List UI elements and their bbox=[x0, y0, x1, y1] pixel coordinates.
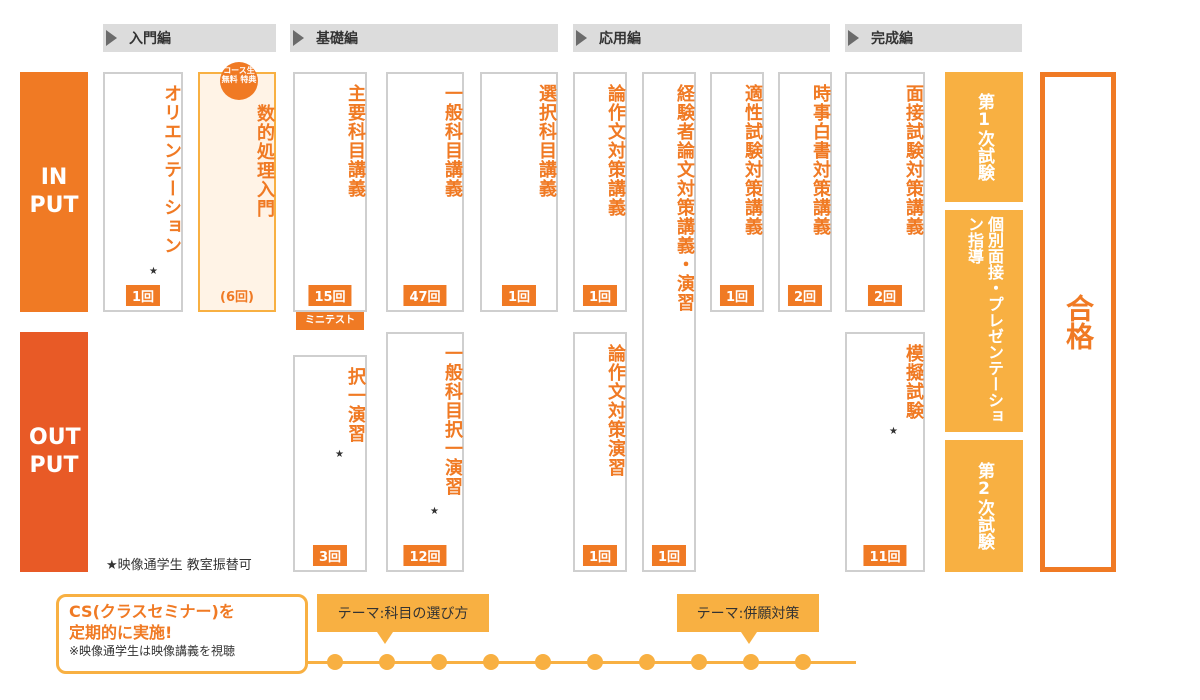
star-mark: ★ bbox=[335, 449, 344, 460]
mini-test-label: ミニテスト bbox=[305, 315, 355, 326]
count-badge: 47回 bbox=[403, 285, 447, 306]
first-exam-box: 第1次試験 bbox=[945, 72, 1023, 202]
phase-applied: 応用編 bbox=[573, 24, 830, 52]
card-title: 時事白書対策講義 bbox=[810, 84, 831, 236]
phase-basic-label: 基礎編 bbox=[316, 31, 358, 47]
theme-tag-concurrent-apply: テーマ:併願対策 bbox=[677, 594, 819, 632]
timeline-line bbox=[308, 661, 856, 664]
card-title: 数的処理入門 bbox=[254, 104, 275, 218]
card-title: 選択科目講義 bbox=[536, 84, 557, 198]
output-band: OUT PUT bbox=[20, 332, 88, 572]
theme-pointer bbox=[377, 632, 393, 644]
count-badge: 1回 bbox=[125, 285, 161, 306]
card-aptitude-test[interactable]: 適性試験対策講義 1回 bbox=[710, 72, 764, 312]
card-mock-exam[interactable]: 模擬試験 ★ 11回 bbox=[845, 332, 925, 572]
theme-tag-choose-subjects: テーマ:科目の選び方 bbox=[317, 594, 489, 632]
interview-guidance-box: 個別面接・プレゼンテーション指導 bbox=[945, 210, 1023, 432]
card-general-choice-practice[interactable]: 一般科目択一演習 ★ 12回 bbox=[386, 332, 464, 572]
card-orientation[interactable]: オリエンテーション ★ 1回 bbox=[103, 72, 183, 312]
card-current-affairs[interactable]: 時事白書対策講義 2回 bbox=[778, 72, 832, 312]
card-title: オリエンテーション bbox=[161, 84, 182, 255]
card-title: 択一演習 bbox=[345, 367, 366, 443]
card-interview-lecture[interactable]: 面接試験対策講義 2回 bbox=[845, 72, 925, 312]
theme-pointer bbox=[741, 632, 757, 644]
card-essay-lecture[interactable]: 論作文対策講義 1回 bbox=[573, 72, 627, 312]
phase-final-label: 完成編 bbox=[871, 31, 913, 47]
card-title: 論作文対策講義 bbox=[605, 84, 626, 217]
input-band-label: IN PUT bbox=[29, 165, 79, 218]
count-badge: 1回 bbox=[501, 285, 537, 306]
card-title: 経験者論文対策講義・演習 bbox=[674, 84, 695, 312]
phase-intro: 入門編 bbox=[103, 24, 276, 52]
count-badge: 2回 bbox=[787, 285, 823, 306]
count-badge: 11回 bbox=[863, 545, 907, 566]
card-general-subjects[interactable]: 一般科目講義 47回 bbox=[386, 72, 464, 312]
cs-note: ※映像通学生は映像講義を視聴 bbox=[69, 644, 236, 658]
cs-title-line2: 定期的に実施! bbox=[69, 623, 173, 642]
timeline-dot bbox=[691, 654, 707, 670]
card-title: 主要科目講義 bbox=[345, 84, 366, 198]
timeline-dot bbox=[535, 654, 551, 670]
output-band-label: OUT PUT bbox=[29, 425, 81, 478]
timeline-dot bbox=[431, 654, 447, 670]
star-mark: ★ bbox=[149, 266, 158, 277]
first-exam-label: 第1次試験 bbox=[974, 93, 994, 181]
theme-tag-label: テーマ:科目の選び方 bbox=[337, 606, 469, 622]
timeline-dot bbox=[587, 654, 603, 670]
input-band: IN PUT bbox=[20, 72, 88, 312]
count-badge: 1回 bbox=[582, 545, 618, 566]
card-main-subjects[interactable]: 主要科目講義 15回 bbox=[293, 72, 367, 312]
phase-intro-label: 入門編 bbox=[129, 31, 171, 47]
star-mark: ★ bbox=[889, 426, 898, 437]
card-experienced-essay[interactable]: 経験者論文対策講義・演習 1回 bbox=[642, 72, 696, 572]
card-numerical-intro[interactable]: コース生 無料 特典 数的処理入門 (6回) bbox=[198, 62, 276, 312]
card-title: 一般科目択一演習 bbox=[442, 344, 463, 496]
phase-basic: 基礎編 bbox=[290, 24, 558, 52]
count-badge: 15回 bbox=[308, 285, 352, 306]
star-mark: ★ bbox=[430, 506, 439, 517]
phase-final: 完成編 bbox=[845, 24, 1022, 52]
cs-box: CS(クラスセミナー)を 定期的に実施! ※映像通学生は映像講義を視聴 bbox=[56, 594, 308, 674]
timeline-dot bbox=[483, 654, 499, 670]
count-badge: 1回 bbox=[582, 285, 618, 306]
theme-tag-label: テーマ:併願対策 bbox=[696, 606, 800, 622]
card-essay-practice[interactable]: 論作文対策演習 1回 bbox=[573, 332, 627, 572]
card-title: 適性試験対策講義 bbox=[742, 84, 763, 236]
timeline-dot bbox=[327, 654, 343, 670]
card-title: 一般科目講義 bbox=[442, 84, 463, 198]
free-bonus-badge: コース生 無料 特典 bbox=[220, 62, 258, 100]
timeline-dot bbox=[639, 654, 655, 670]
card-title: 模擬試験 bbox=[903, 344, 924, 420]
cs-title-line1: CS(クラスセミナー)を bbox=[69, 602, 235, 621]
pass-label: 合格 bbox=[1062, 294, 1095, 350]
timeline-dot bbox=[743, 654, 759, 670]
count-badge: 12回 bbox=[403, 545, 447, 566]
star-note: ★映像通学生 教室振替可 bbox=[106, 554, 252, 573]
pass-box: 合格 bbox=[1040, 72, 1116, 572]
card-choice-practice[interactable]: 択一演習 ★ 3回 bbox=[293, 355, 367, 572]
second-exam-label: 第2次試験 bbox=[974, 462, 994, 550]
interview-guidance-label: 個別面接・プレゼンテーション指導 bbox=[965, 216, 1004, 424]
count-badge: 3回 bbox=[312, 545, 348, 566]
timeline-dot bbox=[795, 654, 811, 670]
count-badge: 2回 bbox=[867, 285, 903, 306]
count-badge: (6回) bbox=[220, 290, 254, 305]
card-title: 論作文対策演習 bbox=[605, 344, 626, 477]
free-bonus-label: コース生 無料 特典 bbox=[221, 66, 257, 84]
card-title: 面接試験対策講義 bbox=[903, 84, 924, 236]
second-exam-box: 第2次試験 bbox=[945, 440, 1023, 572]
count-badge: 1回 bbox=[719, 285, 755, 306]
card-elective-subjects[interactable]: 選択科目講義 1回 bbox=[480, 72, 558, 312]
star-note-text: ★映像通学生 教室振替可 bbox=[106, 558, 252, 573]
phase-applied-label: 応用編 bbox=[599, 31, 641, 47]
count-badge: 1回 bbox=[651, 545, 687, 566]
timeline-dot bbox=[379, 654, 395, 670]
mini-test-badge: ミニテスト bbox=[296, 312, 364, 330]
